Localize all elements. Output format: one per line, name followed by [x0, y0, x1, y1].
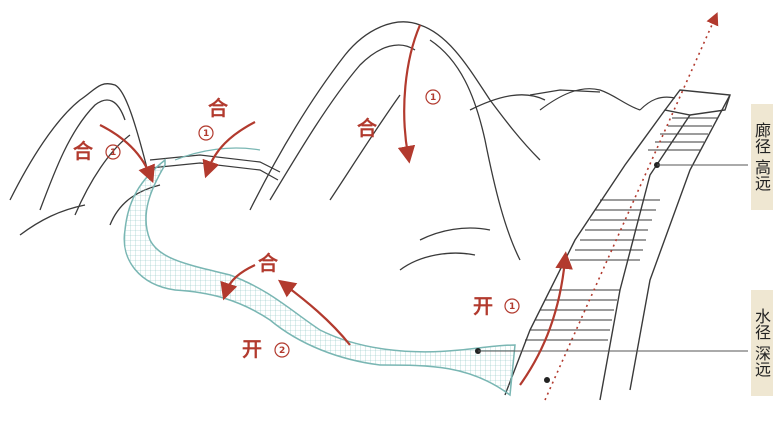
railing [150, 155, 280, 180]
leader-lines [475, 162, 748, 383]
label-he-center: 合 [357, 116, 378, 140]
label-kai-right: 开 [473, 294, 493, 318]
panel-top: 廊径 高远 [751, 104, 773, 210]
arrows [100, 25, 565, 385]
panel-bottom: 水径 深远 [751, 290, 773, 396]
num-center: 1 [430, 93, 436, 103]
num-kai-left: 2 [279, 346, 285, 356]
central-mountain [250, 22, 545, 270]
num-kai-right: 1 [509, 302, 515, 312]
label-he-water: 合 [258, 251, 279, 275]
sightline-dotted [545, 18, 715, 400]
num-railing: 1 [203, 129, 209, 139]
label-he-railing: 合 [208, 96, 229, 120]
right-peaks [530, 89, 675, 110]
num-left: 1 [110, 148, 116, 158]
water-path [124, 148, 515, 395]
label-kai-left: 开 [242, 337, 262, 361]
label-he-left: 合 [73, 139, 94, 163]
